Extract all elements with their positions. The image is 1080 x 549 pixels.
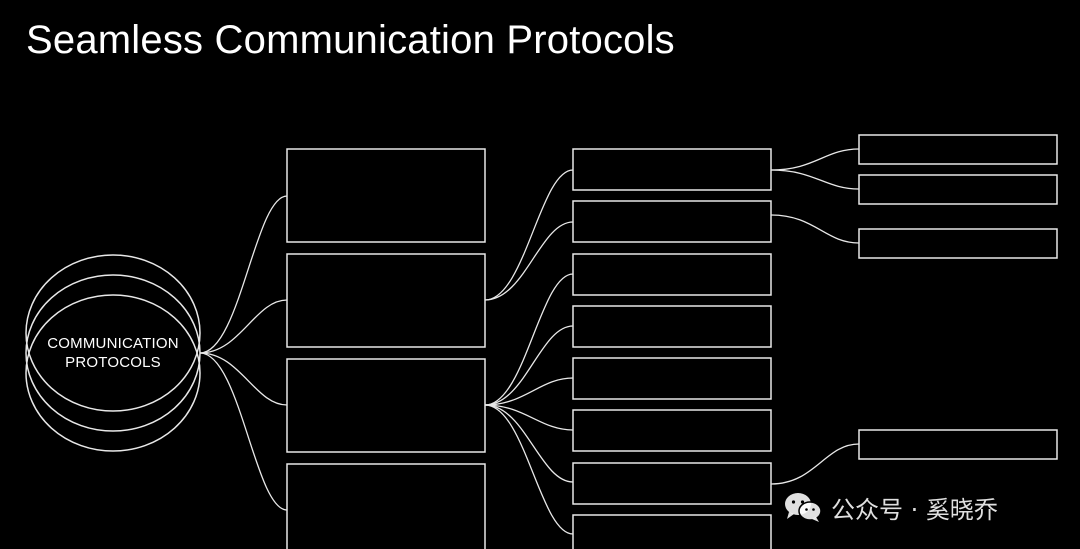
level2-box-1: [572, 148, 772, 191]
connector-l1-3-to-l2-8: [484, 404, 574, 535]
level3-box-2: [858, 174, 1058, 205]
hub-label-line2: PROTOCOLS: [65, 354, 161, 371]
connector-hub-to-l1-3: [199, 352, 288, 406]
hub-node: [25, 254, 201, 452]
level3-boxes: [858, 134, 1058, 460]
level2-box-5: [572, 357, 772, 400]
connector-l1-2-to-l2-1: [484, 169, 574, 301]
level1-box-2: [286, 253, 486, 348]
level2-box-8: [572, 514, 772, 549]
connector-l2-1-to-l3-1: [770, 148, 860, 171]
connector-l1-3-to-l2-7: [484, 404, 574, 483]
level2-box-2: [572, 200, 772, 243]
connector-l2-7-to-l3-4: [770, 443, 860, 485]
connector-l1-2-to-l2-2: [484, 221, 574, 301]
connector-l1-3-to-l2-5: [484, 377, 574, 406]
level2-box-6: [572, 409, 772, 452]
level1-box-1: [286, 148, 486, 243]
watermark-text: 公众号 · 奚晓乔: [831, 495, 998, 524]
hub-ring-middle: [25, 274, 201, 432]
hub-label-line1: COMMUNICATION: [47, 335, 179, 352]
level2-boxes: [572, 148, 772, 549]
level2-box-4: [572, 305, 772, 348]
level3-box-1: [858, 134, 1058, 165]
level1-box-3: [286, 358, 486, 453]
level3-box-3: [858, 228, 1058, 259]
connector-l2-2-to-l3-3: [770, 214, 860, 244]
level1-box-4: [286, 463, 486, 549]
connector-l1-3-to-l2-3: [484, 273, 574, 406]
hub-ring-top: [25, 254, 201, 412]
page-title: Seamless Communication Protocols: [26, 18, 675, 62]
connector-l2-1-to-l3-2: [770, 169, 860, 190]
connector-hub-to-l1-2: [199, 299, 288, 354]
connectors: [199, 148, 860, 535]
connector-hub-to-l1-1: [199, 195, 288, 354]
connector-l1-3-to-l2-6: [484, 404, 574, 431]
wechat-icon: [785, 493, 822, 522]
level2-box-7: [572, 462, 772, 505]
connector-hub-to-l1-4: [199, 352, 288, 511]
level1-boxes: [286, 148, 486, 549]
hub-ring-bottom: [25, 294, 201, 452]
level2-box-3: [572, 253, 772, 296]
watermark: 公众号 · 奚晓乔: [783, 490, 998, 524]
connector-l1-3-to-l2-4: [484, 325, 574, 406]
level3-box-4: [858, 429, 1058, 460]
